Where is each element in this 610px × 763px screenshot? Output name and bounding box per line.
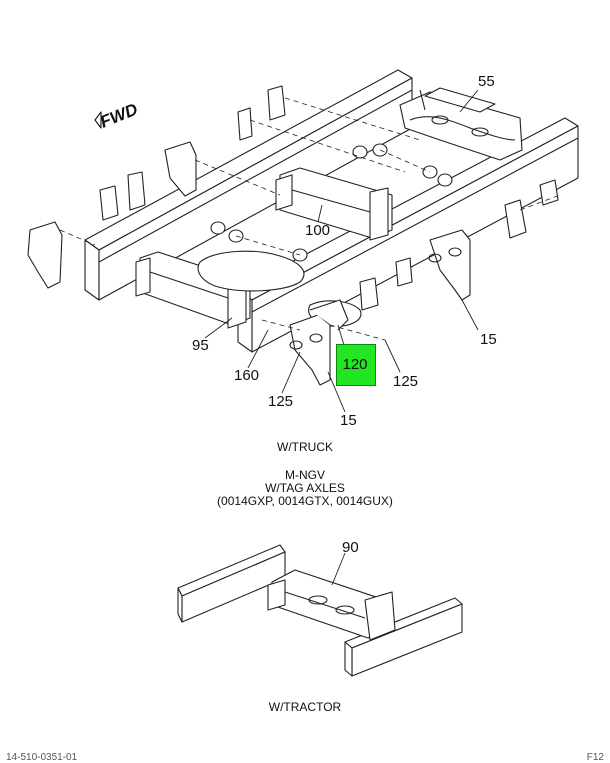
brackets-left-rail xyxy=(27,85,286,289)
footer-left: 14-510-0351-01 xyxy=(6,752,78,763)
callout-125-right: 125 xyxy=(393,373,418,390)
callout-125-left: 125 xyxy=(268,393,293,410)
crossmember-100 xyxy=(275,167,393,241)
footer-right: F12 xyxy=(586,752,604,763)
alignment-lines xyxy=(59,97,561,341)
callout-55: 55 xyxy=(478,73,495,90)
callout-15-right: 15 xyxy=(480,331,497,348)
callout-15-bottom: 15 xyxy=(340,412,357,429)
fwd-arrow-icon xyxy=(94,111,102,129)
spring-mounts xyxy=(210,143,453,262)
hanger-bracket-15-rear xyxy=(289,299,349,386)
hanger-bracket-15-front xyxy=(428,229,471,301)
callout-90: 90 xyxy=(342,539,359,556)
crossmember-55 xyxy=(399,87,523,161)
callout-120: 120 xyxy=(342,356,368,373)
tractor-left-rail xyxy=(177,544,286,623)
callout-100: 100 xyxy=(305,222,330,239)
caption-tractor: W/TRACTOR xyxy=(268,700,342,714)
caption-variant-line2: W/TAG AXLES xyxy=(265,481,345,495)
callout-160: 160 xyxy=(234,367,259,384)
leader-90 xyxy=(331,552,346,586)
callout-95: 95 xyxy=(192,337,209,354)
brackets-right-rail xyxy=(359,179,559,311)
callout-120-highlight[interactable] xyxy=(336,344,376,386)
caption-truck: W/TRUCK xyxy=(277,440,333,454)
crossmember-90 xyxy=(267,569,396,641)
caption-variant-line3: (0014GXP, 0014GTX, 0014GUX) xyxy=(217,494,393,508)
caption-variant-line1: M-NGV xyxy=(285,468,325,482)
fwd-label: FWD xyxy=(97,100,140,132)
